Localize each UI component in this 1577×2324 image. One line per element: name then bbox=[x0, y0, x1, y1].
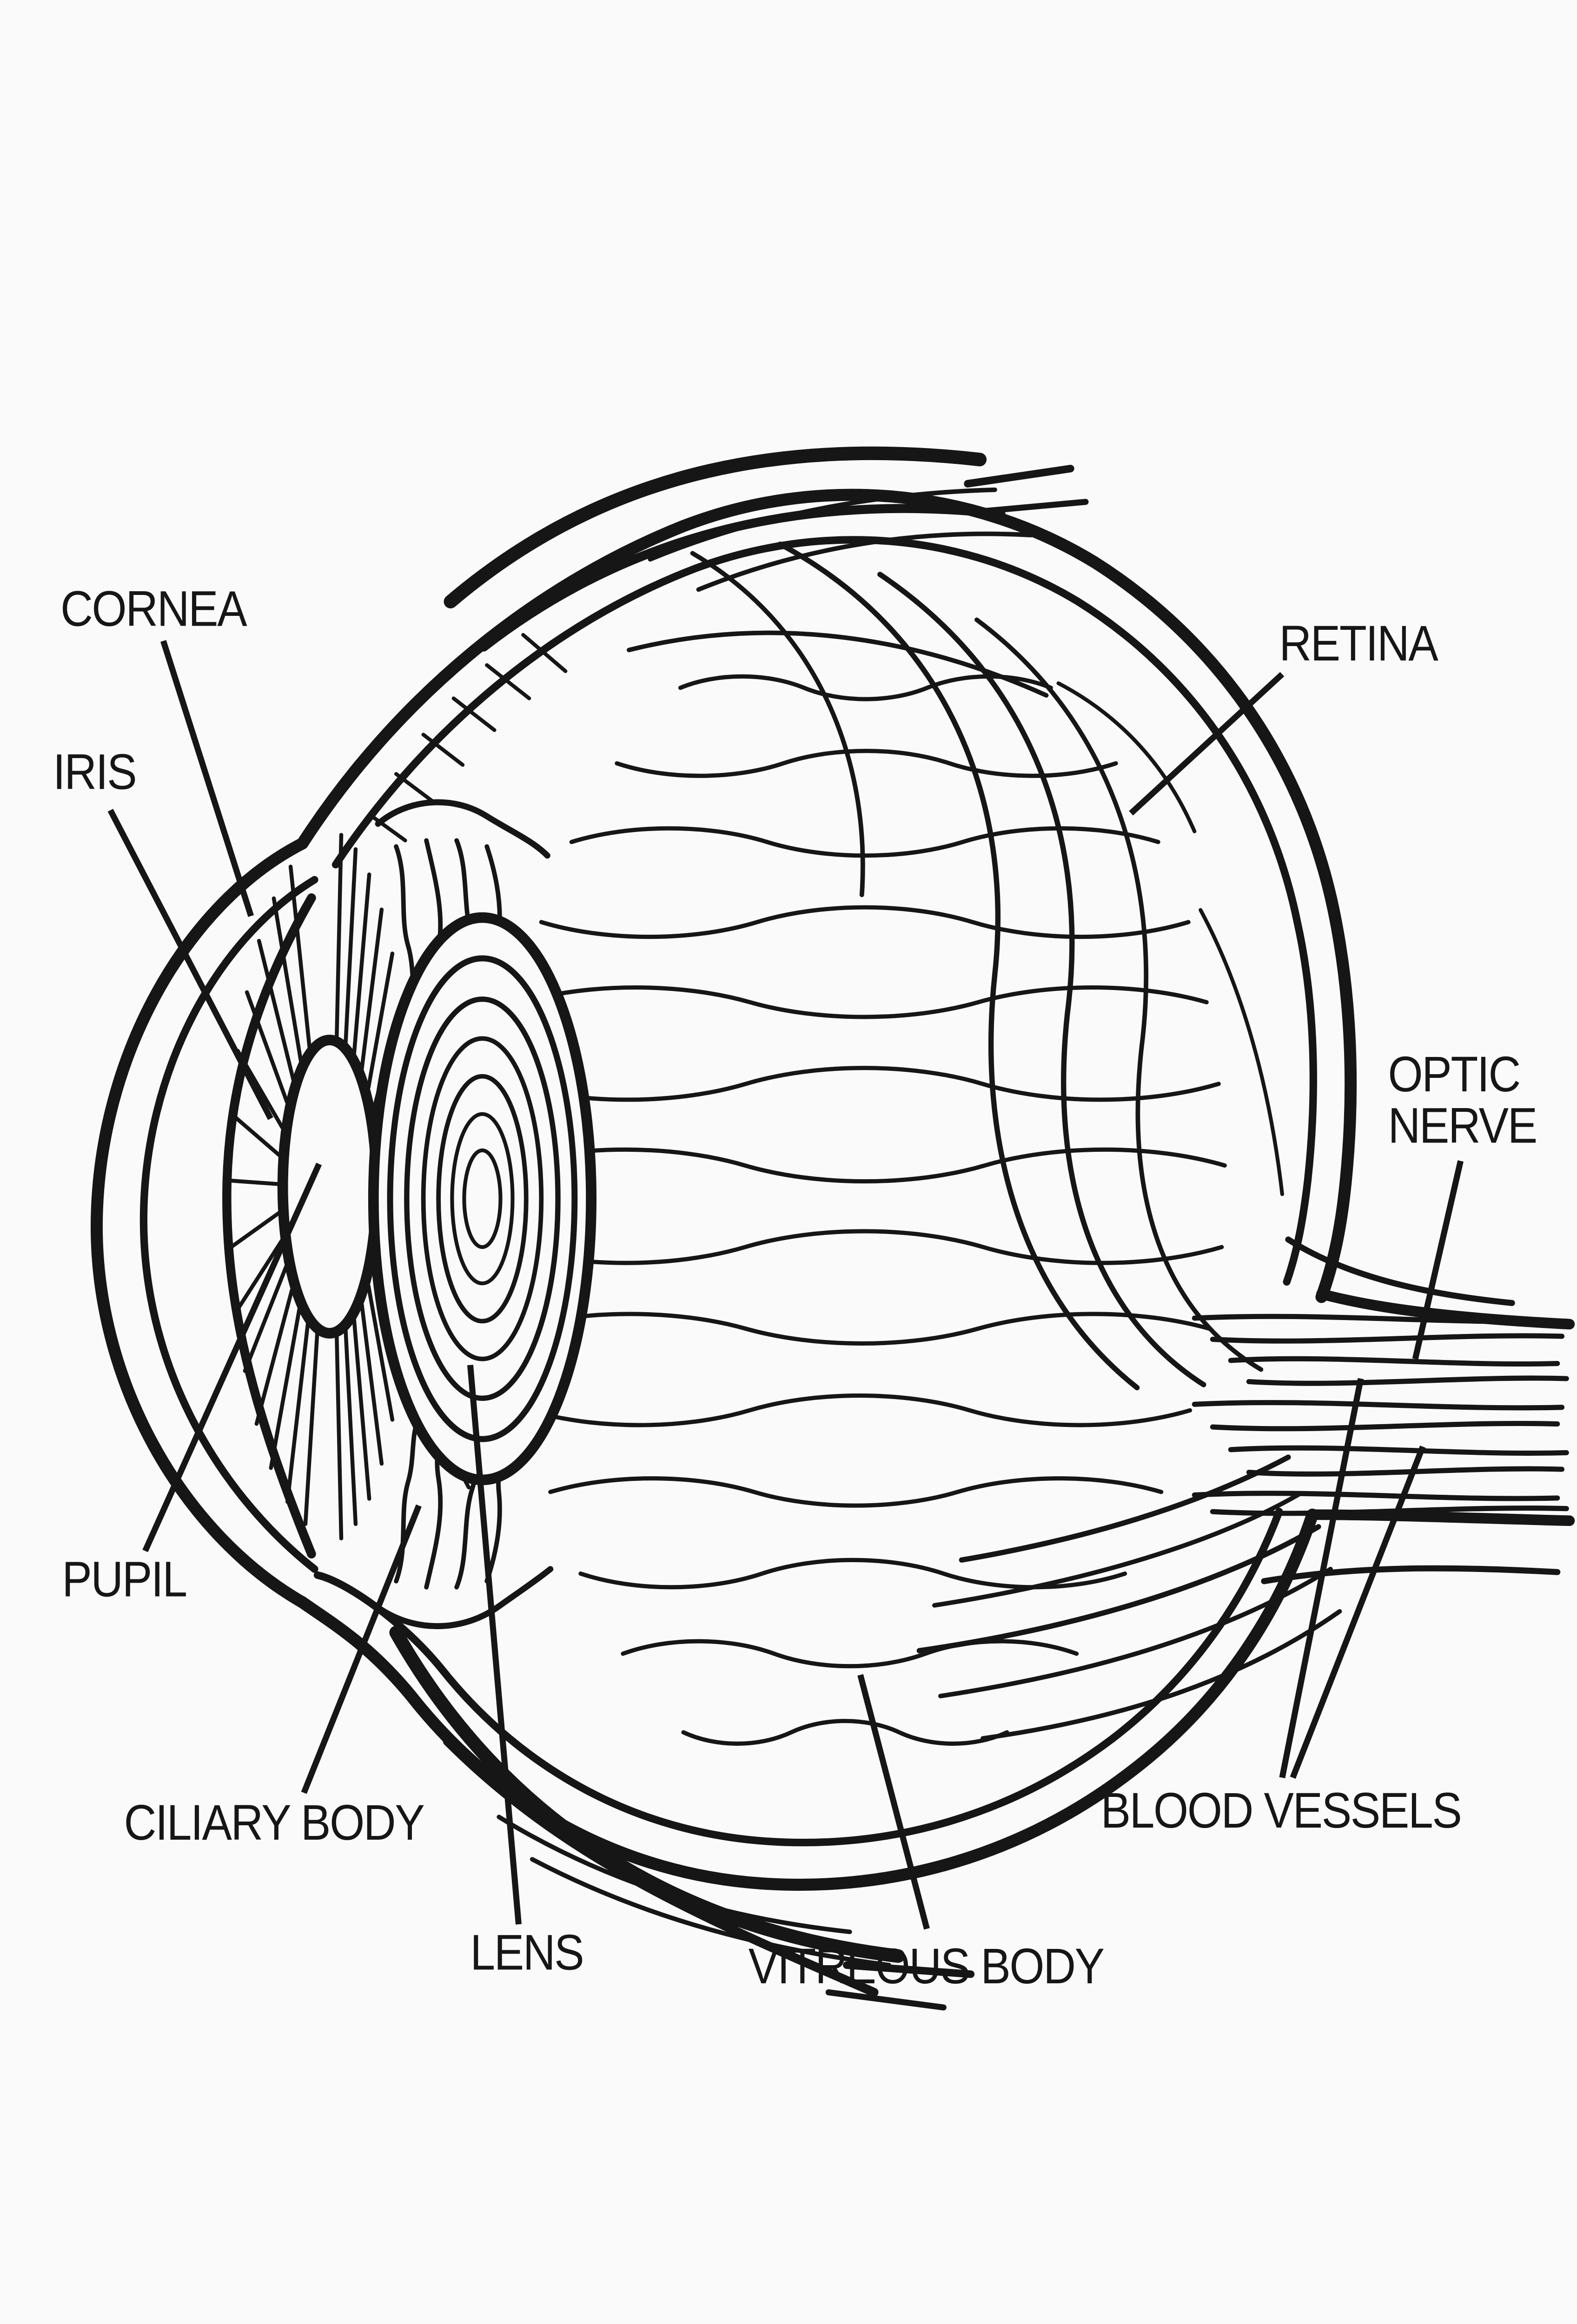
leader-pupil bbox=[142, 1162, 322, 1552]
label-retina: RETINA bbox=[1279, 615, 1438, 671]
iris-front-boundary bbox=[222, 893, 316, 1559]
vitreous-body-waves bbox=[503, 674, 1227, 1746]
leader-cornea bbox=[160, 640, 254, 917]
leader-lines bbox=[107, 640, 1464, 1930]
leader-optic-nerve bbox=[1412, 1160, 1464, 1360]
pupil bbox=[277, 1035, 382, 1339]
muscle-arcs-top bbox=[444, 446, 1089, 652]
label-cornea: CORNEA bbox=[60, 580, 247, 637]
leader-blood-vessels-2 bbox=[1290, 1445, 1426, 1779]
label-pupil: PUPIL bbox=[62, 1551, 187, 1607]
label-optic-nerve: OPTIC NERVE bbox=[1388, 1046, 1538, 1154]
muscle-arcs-bottom bbox=[389, 1625, 975, 2011]
label-iris: IRIS bbox=[53, 744, 137, 800]
optic-nerve-stripes bbox=[1192, 1314, 1569, 1516]
label-vitreous-body: VITREOUS BODY bbox=[748, 1938, 1105, 1994]
sclera-hatching bbox=[370, 633, 568, 843]
label-ciliary-body: CILIARY BODY bbox=[124, 1794, 425, 1850]
lens-rings bbox=[368, 912, 596, 1486]
leader-ciliary-body bbox=[301, 1504, 422, 1794]
leader-retina bbox=[1129, 672, 1285, 816]
leader-lens bbox=[467, 1365, 522, 1925]
cornea bbox=[91, 837, 318, 1609]
label-lens: LENS bbox=[470, 1924, 584, 1981]
retina-layers bbox=[627, 541, 1284, 1391]
optic-nerve bbox=[1192, 1236, 1575, 1585]
leader-vitreous-body bbox=[857, 1674, 930, 1930]
label-blood-vessels: BLOOD VESSELS bbox=[1100, 1782, 1462, 1838]
leader-iris bbox=[107, 809, 273, 1120]
leader-blood-vessels-1 bbox=[1279, 1378, 1364, 1778]
sclera-outline bbox=[296, 489, 1357, 1891]
